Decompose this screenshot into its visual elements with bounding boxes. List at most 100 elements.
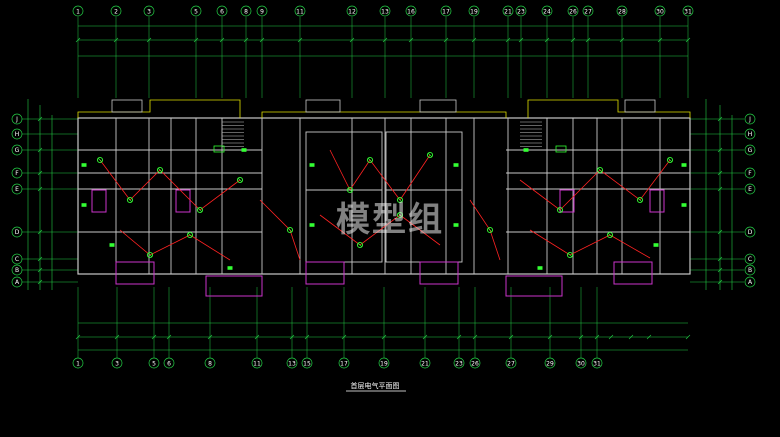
dimension-tick [113, 37, 119, 43]
axis-bubble-top [616, 5, 628, 17]
dimension-tick [717, 147, 723, 153]
bay-window [91, 189, 107, 213]
light-fixture-cross [397, 197, 403, 203]
wiring-run [319, 214, 441, 246]
socket-outlet [309, 223, 315, 227]
axis-label-top: 6 [220, 9, 224, 16]
axis-label-bottom: 29 [546, 361, 554, 368]
light-fixture [96, 156, 104, 164]
dimension-tick [259, 37, 265, 43]
light-fixture-cross [667, 157, 673, 163]
drawing-title: 首层电气平面图 [351, 381, 400, 390]
axis-bubble-top [654, 5, 666, 17]
light-fixture-cross [427, 152, 433, 158]
light-fixture [636, 196, 644, 204]
light-fixture-cross [357, 242, 363, 248]
axis-label-right: B [748, 267, 752, 274]
floor-plan [77, 99, 691, 297]
axis-label-top: 23 [517, 9, 525, 16]
axis-label-left: C [15, 256, 19, 263]
dimension-tick [471, 37, 477, 43]
axis-bubble-top [440, 5, 452, 17]
axis-bubble-bottom [469, 357, 481, 369]
axis-label-right: E [748, 186, 752, 193]
dimension-tick [505, 37, 511, 43]
light-fixture [396, 211, 404, 219]
dimension-tick [717, 279, 723, 285]
axis-label-top: 5 [194, 9, 198, 16]
axis-label-bottom: 5 [152, 361, 156, 368]
axis-label-left: J [15, 116, 18, 123]
bay-window [649, 189, 665, 213]
axis-bubble-bottom [251, 357, 263, 369]
axis-label-top: 28 [618, 9, 626, 16]
axis-bubble-top [143, 5, 155, 17]
balcony [205, 275, 263, 297]
axis-label-left: H [15, 131, 20, 138]
axis-label-right: G [748, 147, 753, 154]
wiring-run [329, 149, 431, 201]
dimension-tick [422, 334, 428, 340]
socket-outlet [81, 203, 87, 207]
dimension-tick [219, 37, 225, 43]
light-fixture-cross [147, 252, 153, 258]
axis-bubble-right [744, 113, 756, 125]
axis-label-top: 3 [147, 9, 151, 16]
axis-label-bottom: 11 [253, 361, 261, 368]
dimension-tick [717, 229, 723, 235]
dimension-tick [657, 37, 663, 43]
axis-label-bottom: 17 [340, 361, 348, 368]
parapet [305, 99, 341, 113]
axis-bubble-bottom [204, 357, 216, 369]
light-fixture-cross [347, 187, 353, 193]
axis-label-left: A [15, 279, 20, 286]
socket-outlet [681, 203, 687, 207]
dimension-tick [443, 37, 449, 43]
axis-bubble-top [379, 5, 391, 17]
balcony [115, 261, 155, 285]
axis-grid [22, 17, 744, 358]
axis-label-left: E [15, 186, 19, 193]
socket-outlet [81, 163, 87, 167]
dimension-tick [628, 334, 634, 340]
axis-label-right: F [748, 170, 752, 177]
axis-label-top: 9 [260, 9, 264, 16]
dimension-tick [37, 267, 43, 273]
dimension-tick [472, 334, 478, 340]
axis-bubble-top [72, 5, 84, 17]
dimension-tick [685, 334, 691, 340]
axis-bubble-right [744, 128, 756, 140]
wiring-run [469, 199, 501, 261]
dimension-tick [382, 37, 388, 43]
axis-label-bottom: 13 [288, 361, 296, 368]
wiring-run [99, 159, 241, 211]
socket-outlet [241, 148, 247, 152]
dimension-tick [75, 37, 81, 43]
dimension-tick [456, 334, 462, 340]
axis-label-top: 13 [381, 9, 389, 16]
axis-bubble-bottom [378, 357, 390, 369]
dimension-tick [37, 279, 43, 285]
light-fixture [126, 196, 134, 204]
socket-outlet [109, 243, 115, 247]
light-fixture-cross [637, 197, 643, 203]
dimension-tick [289, 334, 295, 340]
axis-bubble-right [744, 253, 756, 265]
light-fixture [666, 156, 674, 164]
axis-bubble-left [11, 264, 23, 276]
axis-bubble-top [294, 5, 306, 17]
light-fixture-cross [237, 177, 243, 183]
dimension-tick [297, 37, 303, 43]
axis-label-left: D [15, 229, 20, 236]
socket-outlet [523, 148, 529, 152]
light-fixture [606, 231, 614, 239]
socket-outlet [681, 163, 687, 167]
dimension-tick [254, 334, 260, 340]
axis-bubble-top [541, 5, 553, 17]
dimension-tick [37, 229, 43, 235]
axis-bubble-bottom [453, 357, 465, 369]
balcony [305, 261, 345, 285]
axis-bubble-right [744, 276, 756, 288]
axis-bubble-top [502, 5, 514, 17]
